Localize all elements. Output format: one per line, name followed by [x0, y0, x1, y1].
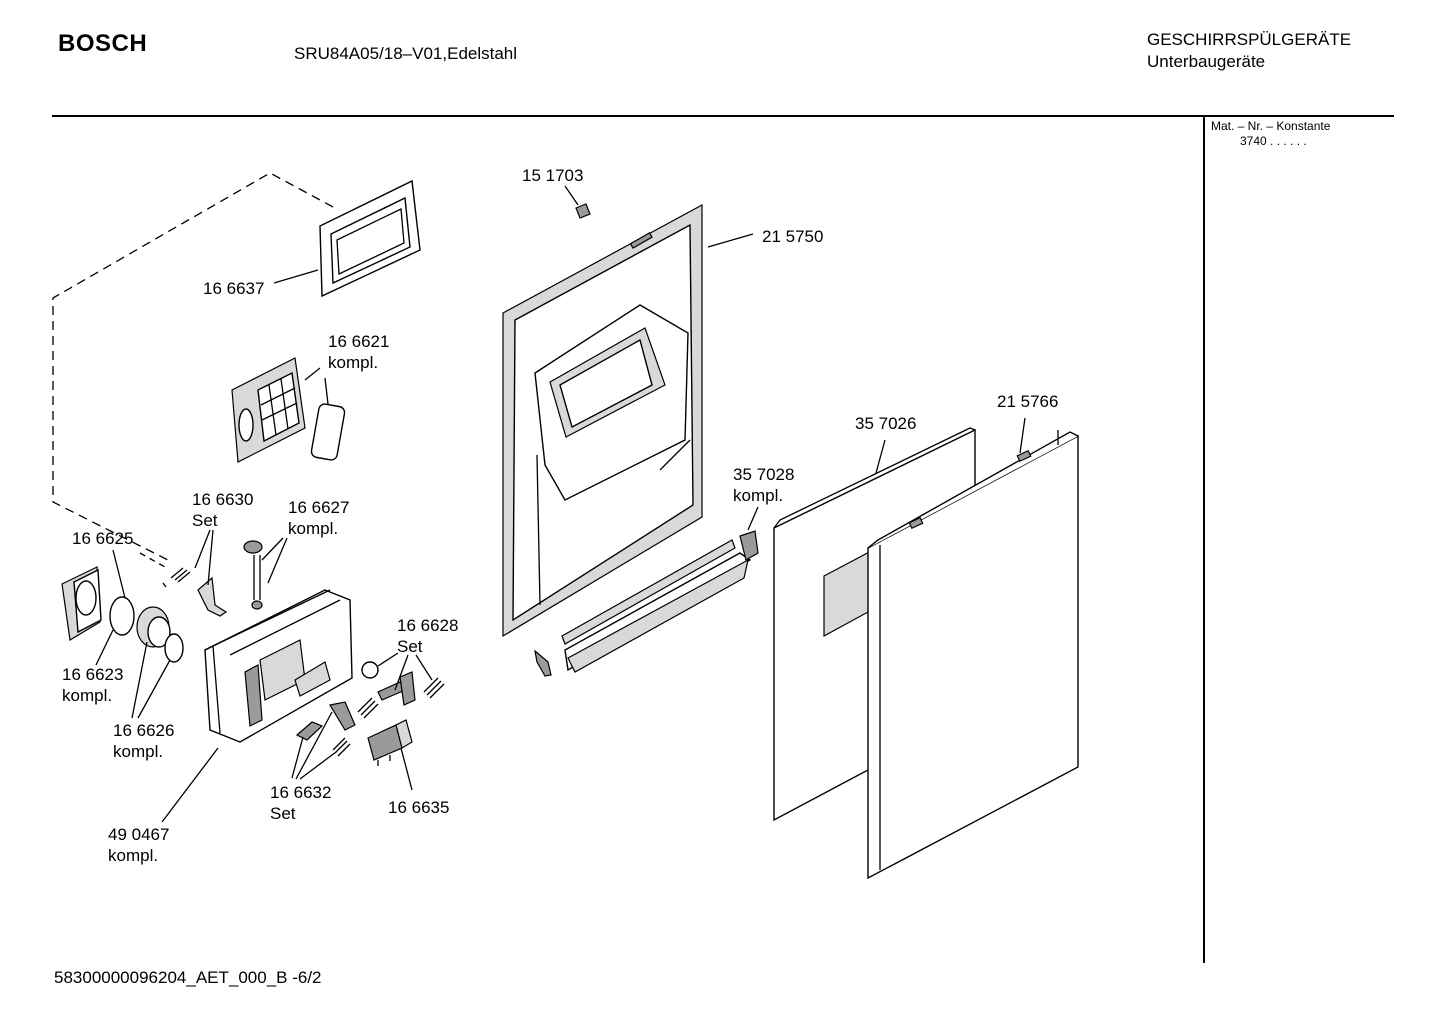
part-door-switch [367, 719, 413, 766]
callout-357026: 35 7026 [855, 414, 916, 433]
leader-166628 [377, 652, 433, 691]
category-subtitle: Unterbaugeräte [1147, 52, 1266, 71]
category-title: GESCHIRRSPÜLGERÄTE [1147, 30, 1352, 49]
part-filter-seal [310, 403, 346, 461]
part-door-strip [534, 530, 759, 677]
leader-215750 [707, 233, 754, 248]
part-filter-grid [231, 357, 306, 463]
callout-215750: 21 5750 [762, 227, 823, 246]
callout-166635: 16 6635 [388, 798, 449, 817]
leader-166632 [291, 711, 337, 780]
material-number-value: 3740 . . . . . . [1240, 134, 1307, 148]
brand-logo: BOSCH [58, 30, 148, 57]
callout-151703: 15 1703 [522, 166, 583, 185]
leader-166625 [112, 549, 126, 599]
part-window-frame [319, 179, 421, 298]
part-handle-cover [61, 566, 102, 641]
leader-166635 [400, 747, 413, 791]
part-latch-set [361, 661, 445, 706]
leader-166623 [95, 629, 114, 666]
leader-166626 [131, 641, 171, 719]
model-designation: SRU84A05/18–V01,Edelstahl [294, 44, 518, 63]
part-ring [109, 596, 135, 636]
leader-166627 [261, 537, 288, 584]
leader-490467 [161, 747, 219, 823]
part-outer-door [867, 430, 1079, 880]
part-lock-housing [204, 589, 353, 743]
material-number-label: Mat. – Nr. – Konstante [1211, 119, 1331, 133]
leader-166625-dash [139, 552, 166, 568]
part-guide-pin [243, 540, 263, 610]
leader-166630 [194, 529, 214, 586]
leader-357028 [747, 506, 759, 531]
callout-166637: 16 6637 [203, 279, 264, 298]
part-knob [136, 606, 184, 663]
leader-357026 [875, 439, 886, 474]
leader-215766 [1019, 417, 1026, 454]
part-screw [575, 203, 591, 219]
leader-151703 [564, 185, 579, 206]
callout-215766: 21 5766 [997, 392, 1058, 411]
leader-166621 [304, 367, 329, 405]
part-inner-door-panel [502, 203, 703, 638]
assembly-dashed-line [52, 172, 334, 561]
leader-166637 [273, 269, 319, 284]
part-latch-lever [162, 567, 228, 617]
part-catch-set [295, 697, 379, 757]
document-id: 58300000096204_AET_000_B -6/2 [54, 968, 322, 987]
callout-166625: 16 6625 [72, 529, 133, 548]
